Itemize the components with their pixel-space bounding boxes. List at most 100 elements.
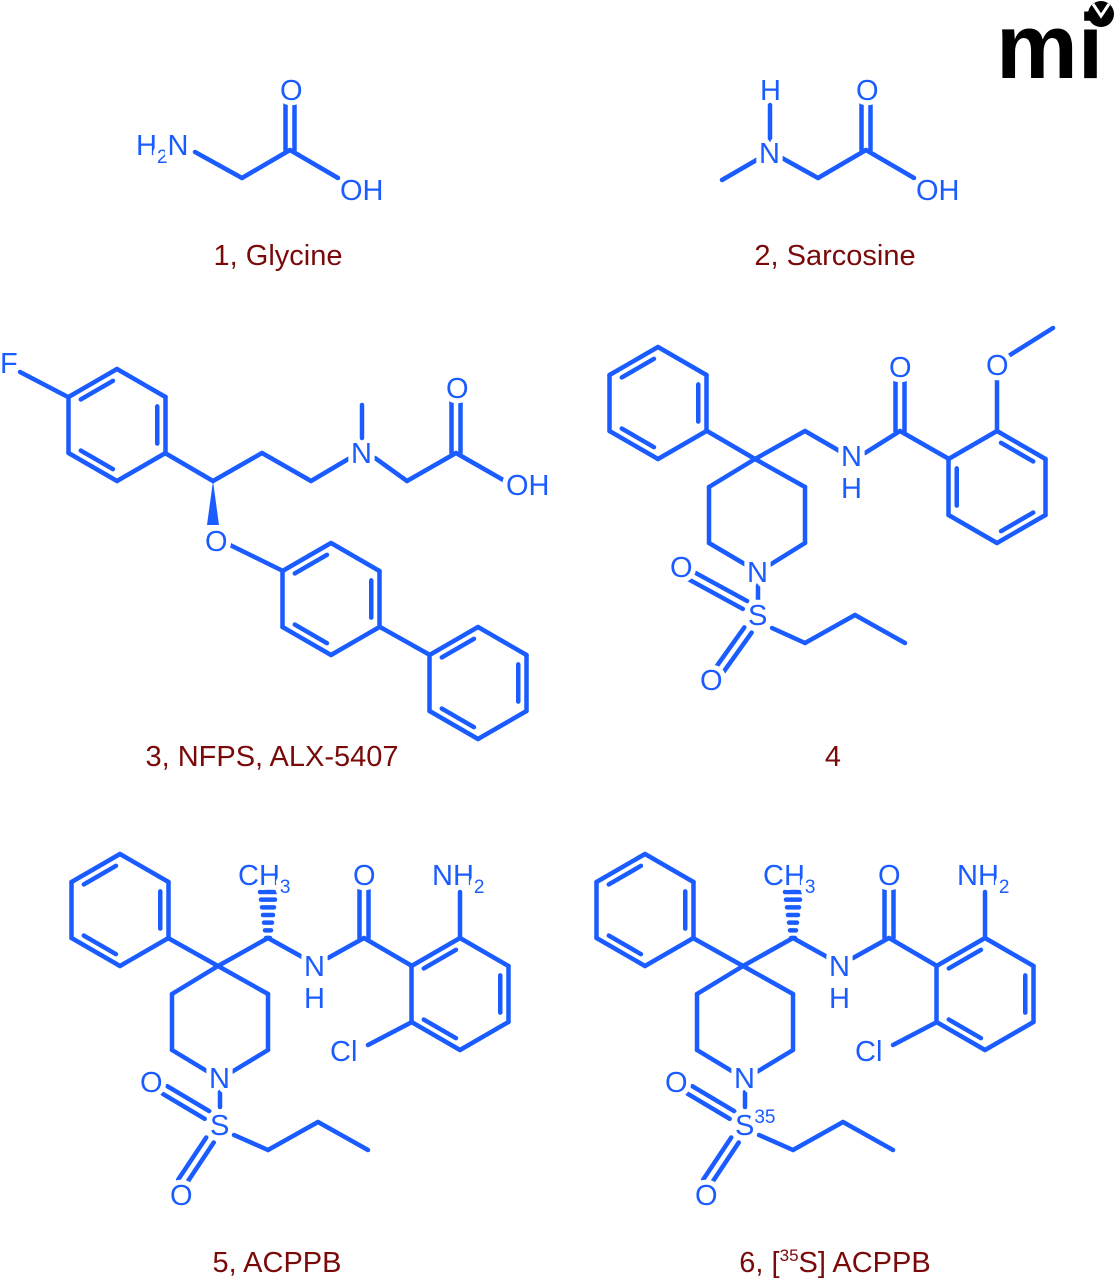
compound-1-glycine: H2N O OH 1, Glycine: [131, 70, 389, 272]
bond: [453, 450, 508, 484]
ring-bond: [475, 708, 529, 742]
ring-bond: [66, 450, 120, 484]
ring-bond: [117, 851, 171, 885]
aromatic-inner-bond: [606, 863, 644, 887]
bond: [752, 456, 808, 490]
ring-bond: [934, 1019, 988, 1053]
ring-bond: [655, 344, 709, 378]
compound-3-nfps: F N O OH O 3, NFPS, ALX-5407: [0, 343, 555, 773]
bond: [752, 1047, 796, 1076]
ring-bond: [66, 366, 120, 400]
bond: [169, 963, 221, 997]
bond: [231, 1132, 271, 1153]
atom-o-sulfonyl: O: [140, 1067, 163, 1099]
ring-bond: [117, 935, 171, 969]
ring-bond: [607, 428, 661, 462]
bond: [886, 935, 940, 969]
ring-bond: [934, 935, 988, 969]
atom-nh2: NH2: [432, 860, 484, 898]
bond: [265, 935, 307, 961]
aromatic-inner-bond: [81, 863, 119, 887]
aromatic-inner-bond: [81, 933, 119, 957]
bond: [840, 1119, 896, 1153]
bond: [790, 935, 832, 961]
atom-nh2: NH2: [957, 860, 1009, 898]
aromatic-inner-bond: [292, 622, 330, 646]
bond: [862, 428, 903, 456]
bond: [694, 963, 746, 997]
bond: [890, 1019, 940, 1048]
compound-4: N H O O N S O O 4: [665, 345, 1014, 773]
atom-o-carbonyl: O: [889, 352, 912, 384]
aromatic-inner-bond: [292, 552, 330, 576]
ring-bond: [594, 851, 648, 885]
atom-o: O: [856, 75, 879, 107]
aromatic-inner-bond: [619, 356, 657, 380]
atom-o-methoxy: O: [986, 350, 1009, 382]
solid-wedge-bond: [207, 481, 219, 525]
atom-n: N: [351, 438, 372, 470]
compound-caption: 6, [35S] ACPPB: [739, 1246, 930, 1279]
bond: [265, 1119, 321, 1153]
bond: [215, 935, 271, 969]
atom-n-amide: N: [841, 441, 862, 473]
atom-o-sulfonyl: O: [170, 1180, 193, 1212]
bond: [227, 1047, 271, 1076]
compound-caption: 1, Glycine: [214, 240, 343, 272]
bond: [17, 369, 71, 400]
ring-bond: [409, 1019, 463, 1053]
ring-bond: [328, 624, 382, 658]
bond: [765, 540, 808, 569]
atom-ch3: CH3: [763, 860, 815, 898]
atom-o: O: [446, 373, 469, 405]
atom-ch3: CH3: [238, 860, 290, 898]
ring-bond: [982, 1019, 1036, 1053]
atom-o-sulfonyl: O: [670, 552, 693, 584]
bond: [694, 1047, 738, 1076]
bond: [815, 147, 869, 181]
double-bond: [689, 568, 750, 604]
bond: [740, 963, 796, 997]
compound-5-acppb: CH3 N H O NH2 Cl N S O O 5, ACPPB: [135, 855, 489, 1279]
atom-n-piperidine: N: [209, 1063, 230, 1095]
bond: [210, 450, 265, 484]
aromatic-inner-bond: [439, 636, 477, 660]
atom-o: O: [280, 75, 303, 107]
double-bond: [701, 1135, 734, 1182]
atom-oh: OH: [506, 470, 550, 502]
ring-bond: [280, 624, 334, 658]
ring-bond: [994, 428, 1048, 462]
ring-bond: [457, 935, 511, 969]
bond: [192, 149, 245, 181]
compound-6-s35-acppb: CH3 N H O NH2 Cl N S35 O O 6, [35S] ACPP…: [660, 855, 1014, 1279]
aromatic-inner-bond: [421, 1017, 459, 1041]
aromatic-inner-bond: [946, 947, 984, 971]
bond: [169, 1047, 213, 1076]
compound-caption: 3, NFPS, ALX-5407: [145, 741, 398, 773]
double-bond: [690, 1083, 737, 1114]
bond: [315, 1119, 371, 1153]
aromatic-inner-bond: [619, 426, 657, 450]
ring-bond: [946, 428, 1000, 462]
atom-oh: OH: [916, 175, 960, 207]
compound-caption: 2, Sarcosine: [754, 240, 915, 272]
atom-h-amide: H: [829, 983, 850, 1015]
ring-bond: [69, 851, 123, 885]
atom-o-sulfonyl: O: [665, 1067, 688, 1099]
atom-cl: Cl: [855, 1036, 882, 1068]
atom-n-piperidine: N: [734, 1063, 755, 1095]
bond: [372, 455, 410, 484]
bond: [779, 155, 821, 181]
aromatic-inner-bond: [998, 510, 1036, 534]
compound-caption: 4: [825, 741, 841, 773]
bond: [361, 935, 415, 969]
aromatic-inner-bond: [439, 706, 477, 730]
ring-bond: [642, 935, 696, 969]
bonds-layer: [17, 100, 1056, 1187]
logo-text: mi: [996, 0, 1103, 98]
atom-s: S: [210, 1110, 229, 1142]
atom-oh: OH: [340, 175, 384, 207]
bond: [706, 540, 751, 569]
logo-check-icon: [1091, 3, 1111, 19]
atom-n-piperidine: N: [747, 557, 768, 589]
